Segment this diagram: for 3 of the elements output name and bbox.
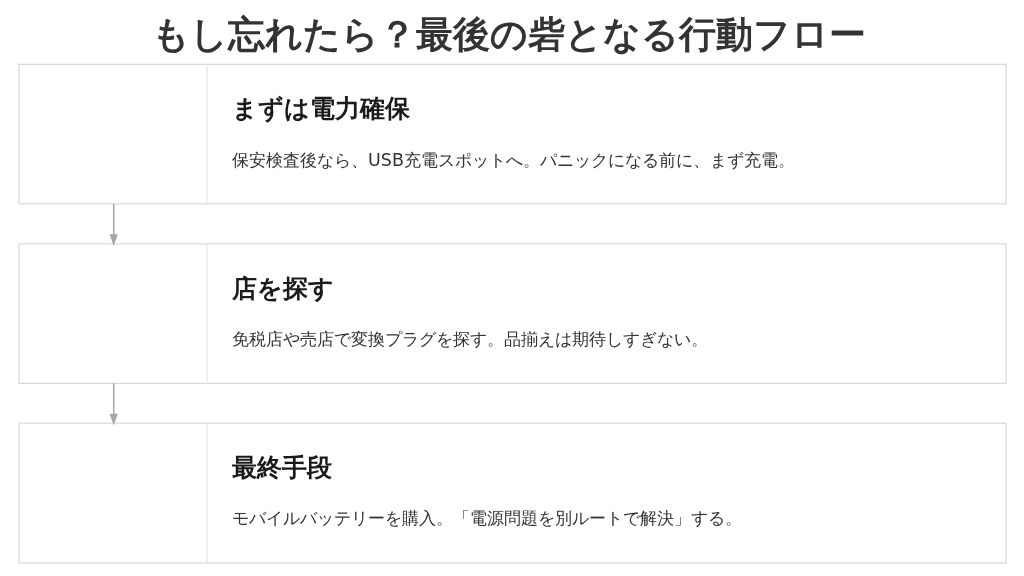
arrow: [109, 203, 118, 247]
arrow: [109, 382, 118, 426]
diagram-title: もし忘れたら？最後の砦となる行動フロー: [151, 11, 866, 56]
